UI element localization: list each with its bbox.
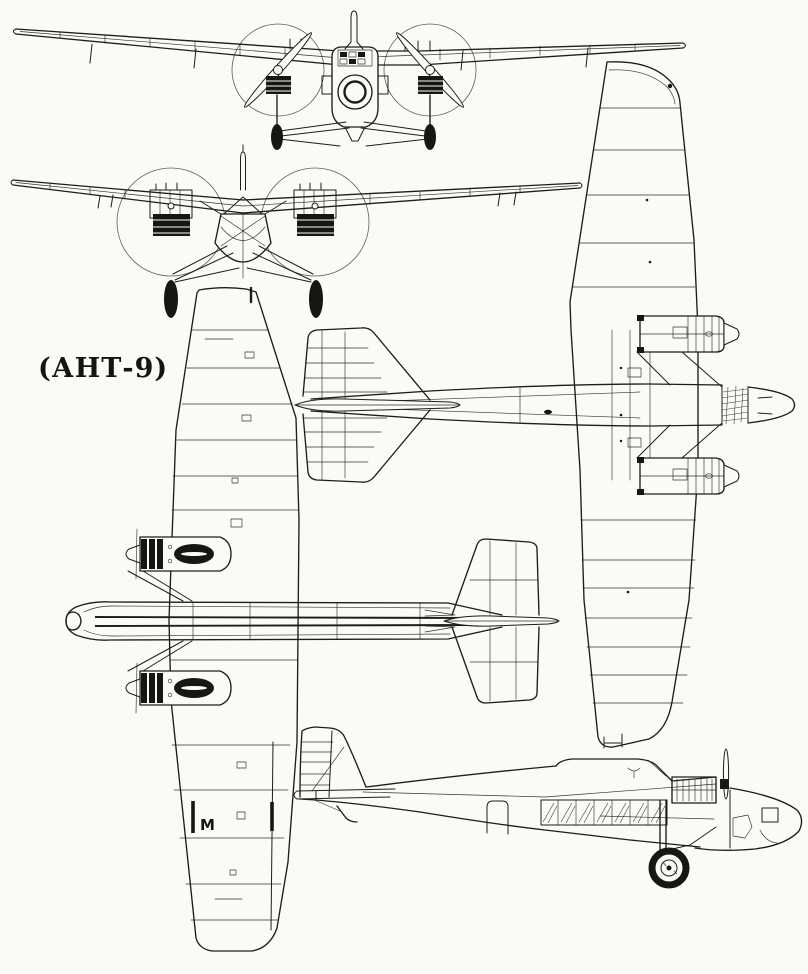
wheel <box>648 847 690 889</box>
nose-cap <box>65 611 82 631</box>
wing-strut-ticks <box>89 43 589 71</box>
top-view-twin-engine: M <box>65 286 560 952</box>
nose-side <box>671 776 803 851</box>
wheel <box>309 280 323 318</box>
wheel <box>424 124 436 150</box>
tail-fin-front <box>344 10 364 50</box>
wing-trailing-edge <box>15 33 684 66</box>
engine-nacelle-top <box>125 640 232 714</box>
aileron-hinge <box>270 741 274 931</box>
landing-gear-side <box>648 799 717 889</box>
wing-rib-ticks <box>59 31 636 61</box>
wheel <box>164 280 178 318</box>
fuselage-side <box>299 765 717 848</box>
wing-trailing-edge <box>12 184 581 214</box>
fuselage-front <box>321 46 389 142</box>
cabin-door <box>486 800 509 835</box>
landing-gear <box>164 245 323 318</box>
radiator-block <box>153 214 334 236</box>
fuselage-front <box>214 213 272 279</box>
wing-leading-edge <box>15 28 684 52</box>
engine-nacelle-top <box>125 528 232 602</box>
wheel <box>271 124 283 150</box>
engine-nacelle-side <box>671 748 730 804</box>
nose-cone <box>747 386 796 424</box>
tailplane-top <box>424 538 560 704</box>
landing-gear <box>271 94 436 150</box>
nose-window <box>761 807 779 823</box>
propeller-disc <box>231 23 325 117</box>
front-view-three-engine <box>13 10 686 150</box>
cabin-windows <box>540 799 668 826</box>
wing-ribs <box>170 329 299 921</box>
wing-marking: M <box>191 801 274 834</box>
wing-strut-ticks <box>97 191 517 209</box>
engine-nacelle-top <box>637 315 740 353</box>
top-view-three-engine <box>294 61 796 749</box>
wing-outline <box>569 61 699 748</box>
wing-leading-edge <box>12 179 581 201</box>
wing-outline <box>168 287 300 952</box>
tail-fin-front <box>240 144 246 191</box>
wing-marking-m: M <box>200 816 215 834</box>
propeller-spinner <box>723 464 740 488</box>
cockpit-canopy <box>555 758 673 782</box>
aileron-tab <box>603 733 623 749</box>
front-view-twin-engine <box>10 144 583 318</box>
designation-label: (АНТ-9) <box>38 353 168 384</box>
propeller-spinner <box>723 322 740 346</box>
side-view <box>293 726 803 889</box>
propeller-spinner <box>125 544 141 564</box>
nose-engine-cowl-opening <box>337 74 373 110</box>
radiator-block <box>266 76 443 94</box>
tail-fin-side <box>299 726 367 798</box>
wing-rib-ticks <box>49 183 521 205</box>
engine-cowl-hatching <box>721 385 749 425</box>
propeller-blade-side <box>722 748 730 800</box>
wing-hatch-marks <box>229 351 255 876</box>
engine-nacelle-top <box>637 457 740 495</box>
tailplane-side <box>293 746 396 823</box>
wing-hatch-marks <box>627 367 642 448</box>
fuselage-top <box>65 601 503 641</box>
tail-skid <box>336 805 358 823</box>
wing-ribs <box>572 107 697 704</box>
propeller-spinner <box>125 678 141 698</box>
tailplane-top <box>294 327 461 483</box>
